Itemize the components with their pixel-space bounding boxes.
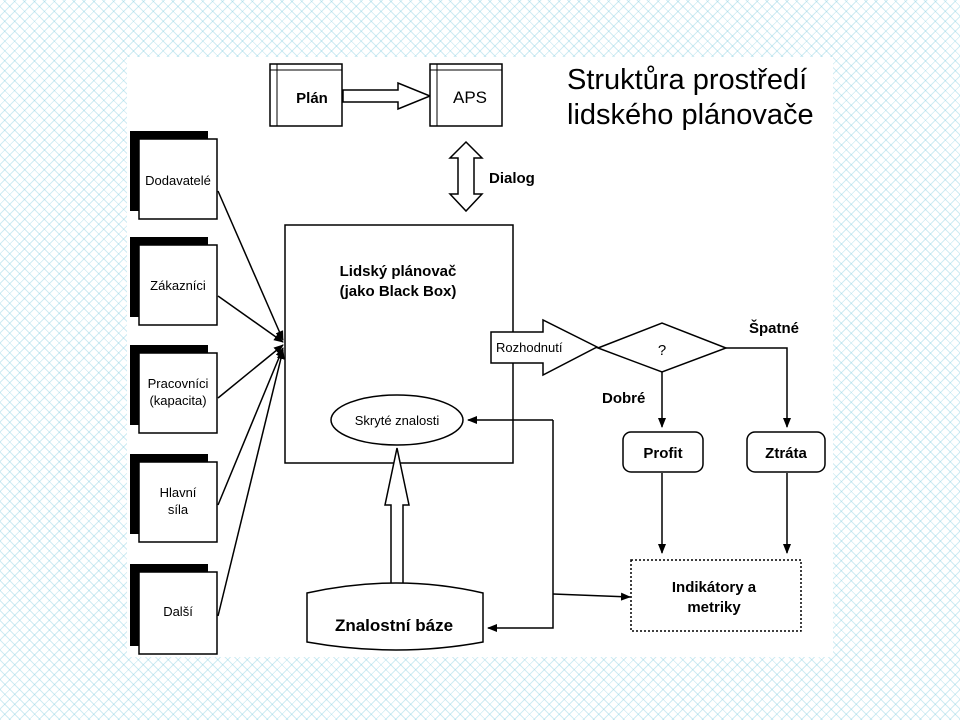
pracovnici-label-line1: Pracovníci <box>148 376 209 391</box>
dalsi-label: Další <box>163 604 193 619</box>
knowledge-up-arrow <box>384 447 410 586</box>
hidden-knowledge-label: Skryté znalosti <box>355 413 440 428</box>
loss-box <box>746 431 826 473</box>
hidden-knowledge-ellipse <box>330 394 464 446</box>
dialog-double-arrow <box>448 140 484 213</box>
indicators-label-line2: metriky <box>687 599 741 616</box>
decision-arrow <box>490 318 599 377</box>
plan-label: Plán <box>296 90 328 107</box>
diagram-title-line1: Struktůra prostředí <box>567 64 807 96</box>
aps-label: APS <box>453 88 487 107</box>
bad-label: Špatné <box>749 319 799 337</box>
aps-box: APS <box>429 63 503 127</box>
dodavatele-label: Dodavatelé <box>145 173 211 188</box>
plan-to-aps-arrow <box>342 81 432 111</box>
pracovnici-label-line2: (kapacita) <box>149 393 206 408</box>
branch-lines <box>658 347 791 554</box>
indicators-label-line1: Indikátory a <box>672 579 757 596</box>
black-box-label-line1: Lidský plánovač <box>340 263 457 280</box>
input-arrows <box>217 190 285 617</box>
indicators-box <box>630 559 802 632</box>
hlavni-sila-label-line2: síla <box>168 502 189 517</box>
input-box-hlavni-sila: Hlavní síla <box>130 454 218 543</box>
plan-box: Plán <box>269 63 343 127</box>
good-label: Dobré <box>602 390 645 407</box>
black-box-label-line2: (jako Black Box) <box>340 283 457 300</box>
diagram-title-line2: lidského plánovače <box>567 99 814 131</box>
input-box-dodavatele: Dodavatelé <box>130 131 218 220</box>
feedback-lines <box>467 416 631 632</box>
knowledge-base-label: Znalostní báze <box>335 616 453 635</box>
decision-label: Rozhodnutí <box>496 340 563 355</box>
profit-box <box>622 431 704 473</box>
input-box-dalsi: Další <box>130 564 218 655</box>
input-box-pracovnici: Pracovníci (kapacita) <box>130 345 218 434</box>
dialog-label: Dialog <box>489 170 535 187</box>
zakaznici-label: Zákazníci <box>150 278 206 293</box>
input-box-zakaznici: Zákazníci <box>130 237 218 326</box>
hlavni-sila-label-line1: Hlavní <box>160 485 197 500</box>
loss-label: Ztráta <box>765 445 807 462</box>
knowledge-base: Znalostní báze <box>306 582 484 651</box>
profit-label: Profit <box>643 445 682 462</box>
decision-question: ? <box>658 342 666 359</box>
